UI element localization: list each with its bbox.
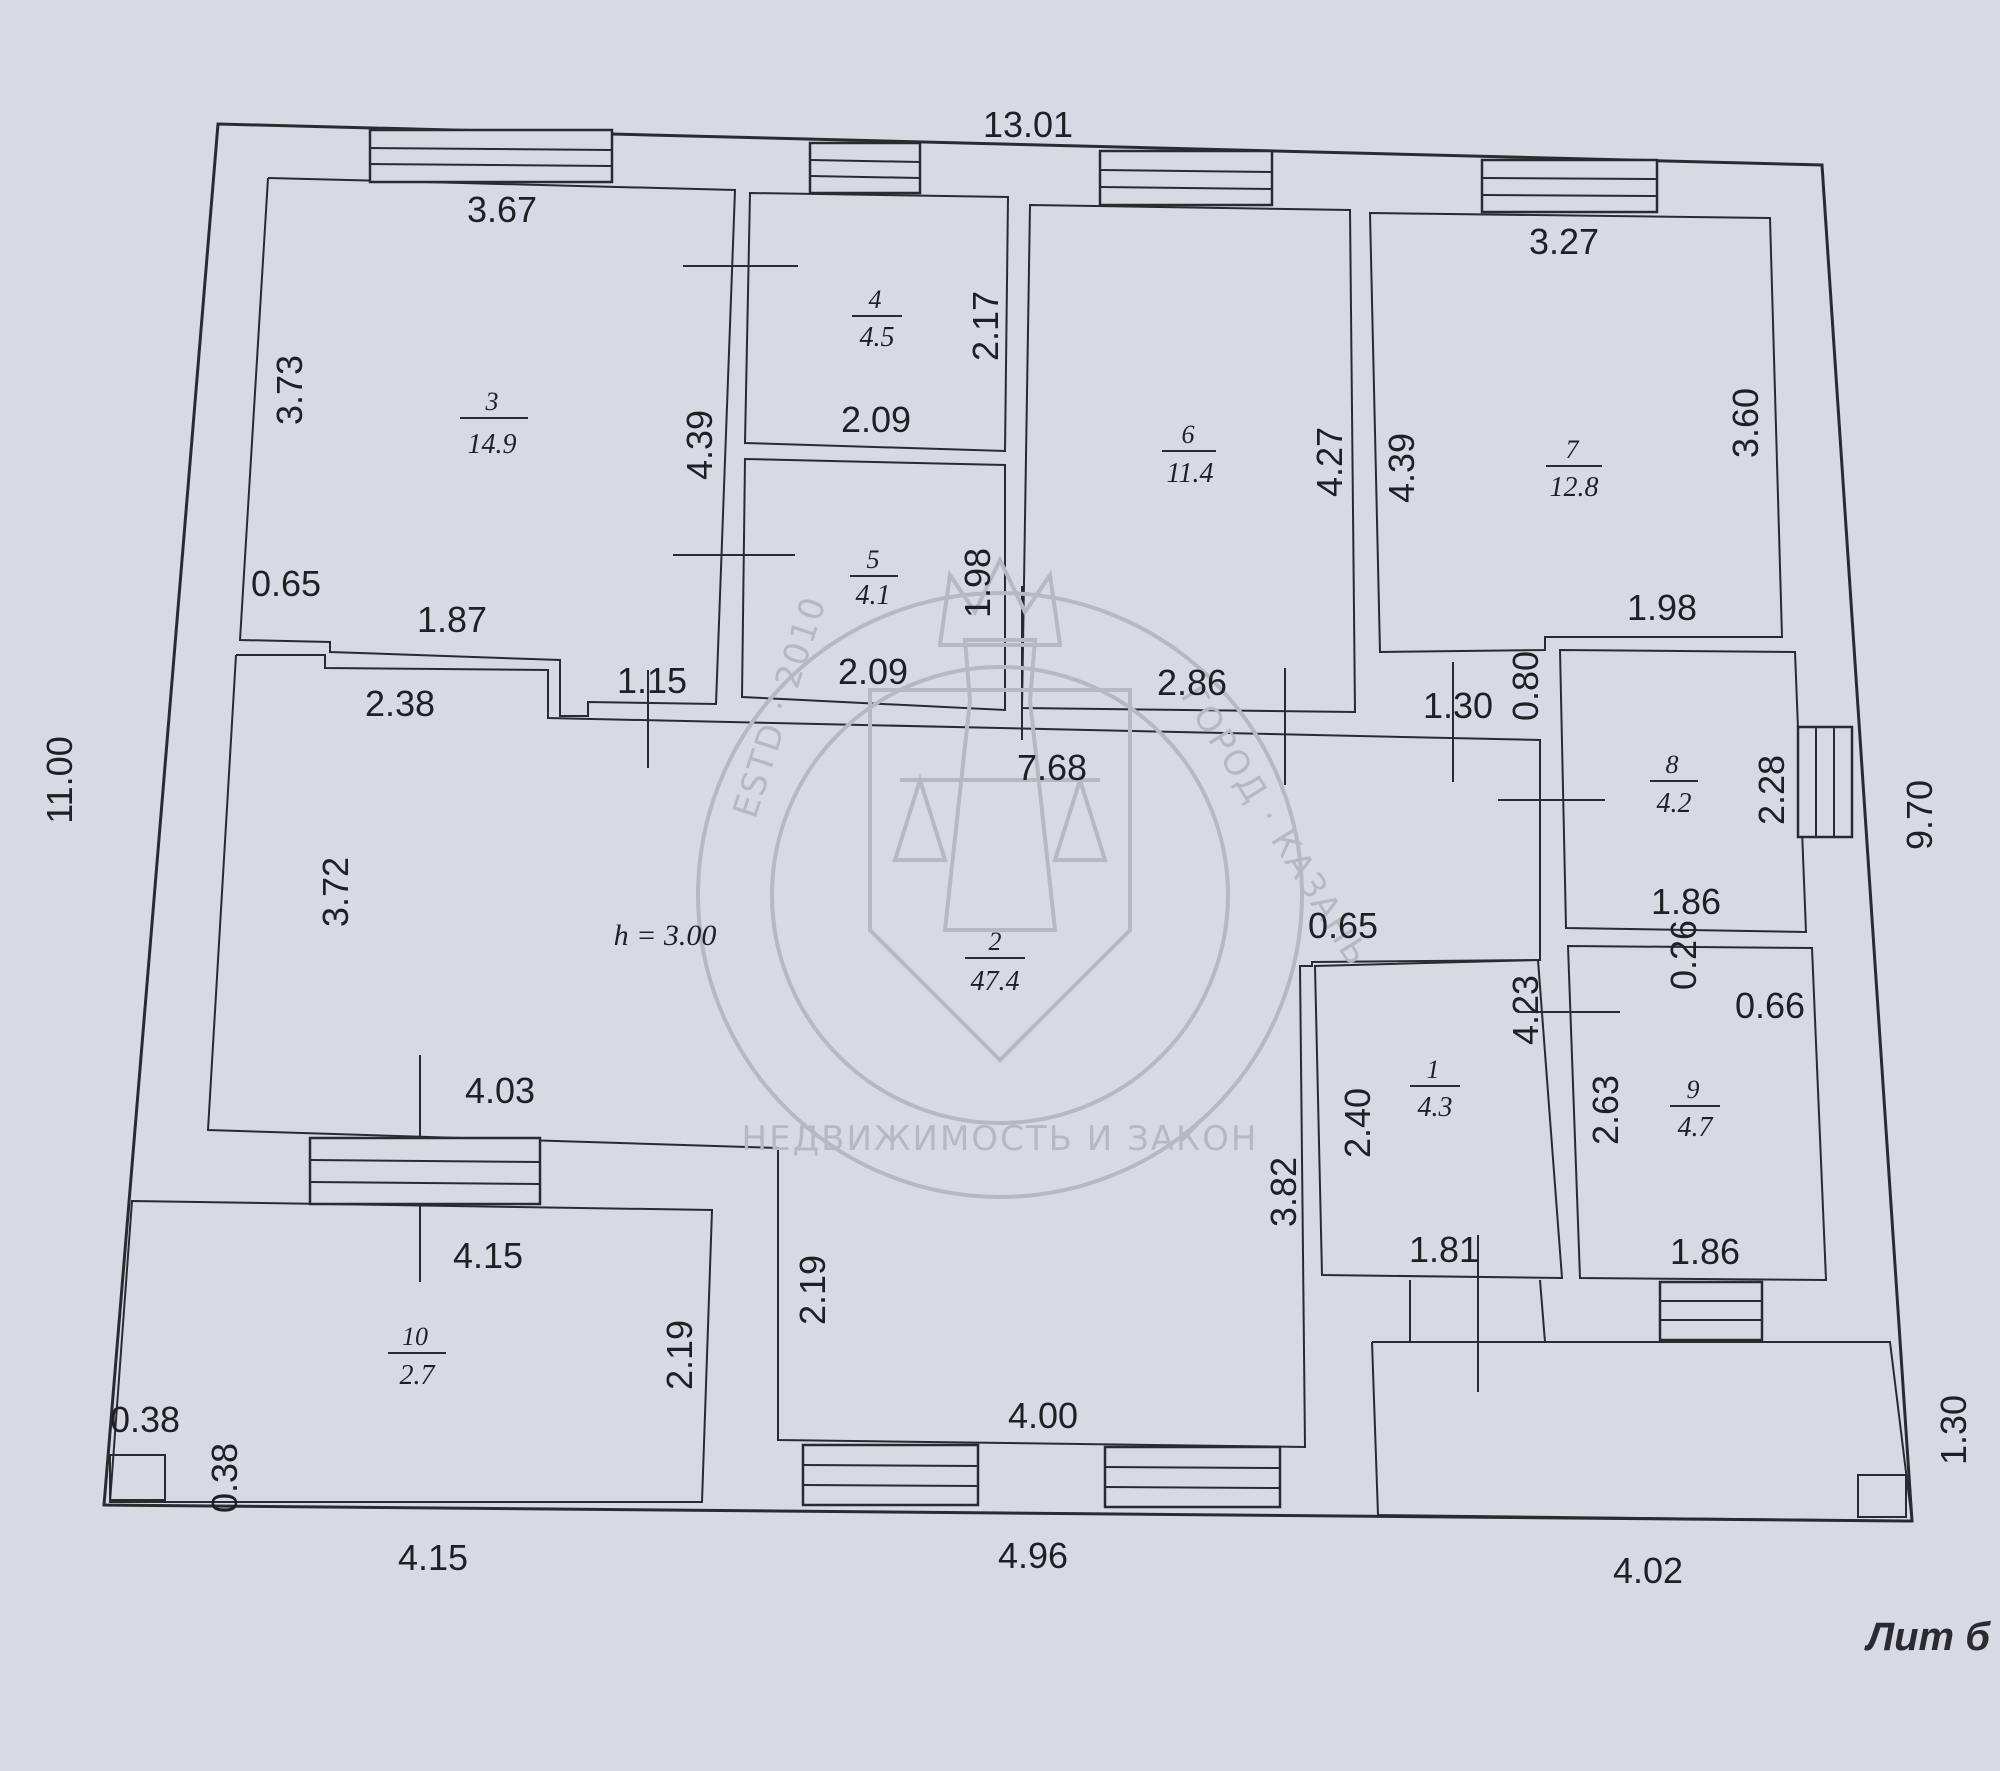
window-top-3 [1098, 149, 1274, 207]
litera-label: Лит б [1864, 1615, 1992, 1659]
window-bottom-2 [1103, 1445, 1282, 1509]
svg-text:4.00: 4.00 [1008, 1395, 1078, 1436]
svg-text:3.72: 3.72 [315, 857, 356, 927]
svg-text:1.86: 1.86 [1651, 881, 1721, 922]
stamp-scales-icon [892, 773, 1108, 862]
window-marks [308, 128, 1854, 1509]
dim-corner-b: 0.38 [204, 1443, 245, 1513]
svg-text:1: 1 [1427, 1055, 1440, 1084]
svg-text:14.9: 14.9 [468, 429, 517, 460]
svg-text:7.68: 7.68 [1017, 747, 1087, 788]
height-note: h = 3.00 [614, 919, 717, 952]
svg-text:4.39: 4.39 [679, 410, 720, 480]
svg-text:0.80: 0.80 [1505, 651, 1546, 721]
room-3: 3 14.9 3.67 3.73 4.39 1.87 0.65 1.15 [251, 189, 720, 701]
svg-text:0.65: 0.65 [251, 563, 321, 604]
dim-bottom-mid: 4.96 [998, 1535, 1068, 1576]
svg-text:2: 2 [989, 927, 1002, 956]
svg-text:2.09: 2.09 [838, 651, 908, 692]
svg-text:12.8: 12.8 [1550, 472, 1599, 503]
svg-text:3.27: 3.27 [1529, 221, 1599, 262]
room-9: 9 4.7 0.26 0.66 2.63 1.86 [1585, 920, 1805, 1272]
svg-text:9: 9 [1687, 1075, 1700, 1104]
dim-bottom-left: 4.15 [398, 1537, 468, 1578]
svg-text:4.23: 4.23 [1505, 975, 1546, 1045]
svg-text:5: 5 [867, 545, 880, 574]
room-7: 7 12.8 3.27 4.39 3.60 1.98 [1381, 221, 1766, 628]
room-5: 5 4.1 1.98 2.09 [838, 545, 998, 692]
svg-text:0.66: 0.66 [1735, 985, 1805, 1026]
window-bottom-1 [801, 1443, 980, 1507]
svg-text:4.39: 4.39 [1381, 433, 1422, 503]
svg-text:6: 6 [1182, 420, 1195, 449]
svg-text:2.7: 2.7 [400, 1360, 436, 1391]
svg-text:1.86: 1.86 [1670, 1231, 1740, 1272]
dim-left: 11.00 [39, 736, 80, 823]
svg-text:0.65: 0.65 [1308, 905, 1378, 946]
room-1: 1 4.3 4.23 2.40 1.81 [1337, 975, 1546, 1270]
stamp-watermark: НЕДВИЖИМОСТЬ И ЗАКОН ESTD · 2010 ГОРОД ·… [696, 555, 1378, 1199]
room-8: 8 4.2 2.28 1.86 [1650, 750, 1792, 922]
window-right-1 [1796, 725, 1854, 839]
svg-text:7: 7 [1566, 435, 1580, 464]
room-2: 2 47.4 2.38 7.68 3.72 4.03 2.19 3.82 4.0… [315, 651, 1546, 1436]
stamp-tower-icon [942, 638, 1058, 932]
svg-text:2.09: 2.09 [841, 399, 911, 440]
svg-text:2.63: 2.63 [1585, 1075, 1626, 1145]
window-top-4 [1480, 158, 1659, 214]
svg-text:4: 4 [869, 285, 882, 314]
svg-text:2.40: 2.40 [1337, 1088, 1378, 1158]
dim-top: 13.01 [983, 104, 1073, 145]
svg-text:3.60: 3.60 [1725, 388, 1766, 458]
svg-text:4.03: 4.03 [465, 1070, 535, 1111]
svg-text:1.98: 1.98 [957, 548, 998, 618]
svg-text:4.5: 4.5 [860, 322, 895, 353]
room-6: 6 11.4 4.27 2.86 [1157, 420, 1350, 703]
svg-text:1.15: 1.15 [617, 660, 687, 701]
stamp-shield-icon [868, 688, 1132, 1063]
room-10: 10 2.7 4.15 2.19 [388, 1235, 700, 1391]
inner-walls [108, 177, 1914, 1523]
window-left-bottom [308, 1136, 542, 1206]
svg-text:3.82: 3.82 [1263, 1157, 1304, 1227]
svg-text:4.7: 4.7 [1678, 1112, 1714, 1143]
svg-text:8: 8 [1666, 750, 1679, 779]
svg-text:47.4: 47.4 [971, 966, 1020, 997]
svg-text:2.19: 2.19 [659, 1320, 700, 1390]
svg-text:1.30: 1.30 [1423, 685, 1493, 726]
dim-right-main: 9.70 [1899, 780, 1940, 850]
stamp-crown-icon [937, 555, 1063, 647]
dim-right-lower: 1.30 [1933, 1395, 1974, 1465]
svg-text:1.87: 1.87 [417, 599, 487, 640]
svg-text:4.3: 4.3 [1418, 1092, 1453, 1123]
stamp-inner-ring [770, 665, 1230, 1125]
svg-text:4.1: 4.1 [856, 580, 891, 611]
dim-corner-a: 0.38 [110, 1399, 180, 1440]
svg-text:3.73: 3.73 [269, 355, 310, 425]
window-top-1 [368, 128, 614, 184]
svg-text:11.4: 11.4 [1167, 458, 1214, 489]
svg-text:3: 3 [485, 387, 499, 416]
outer-wall [102, 122, 1914, 1523]
svg-text:2.19: 2.19 [792, 1255, 833, 1325]
svg-text:1.98: 1.98 [1627, 587, 1697, 628]
room-4: 4 4.5 2.17 2.09 [841, 285, 1006, 440]
svg-text:4.15: 4.15 [453, 1235, 523, 1276]
stamp-outer-ring [696, 591, 1304, 1199]
svg-text:3.67: 3.67 [467, 189, 537, 230]
window-top-2 [808, 141, 922, 195]
svg-text:0.26: 0.26 [1663, 920, 1704, 990]
svg-text:2.17: 2.17 [965, 291, 1006, 361]
svg-text:1.81: 1.81 [1409, 1229, 1479, 1270]
svg-text:2.38: 2.38 [365, 683, 435, 724]
svg-text:10: 10 [402, 1322, 428, 1351]
stamp-ring-text: НЕДВИЖИМОСТЬ И ЗАКОН [742, 1119, 1259, 1159]
dim-bottom-right: 4.02 [1613, 1550, 1683, 1591]
svg-text:2.28: 2.28 [1751, 755, 1792, 825]
svg-text:4.2: 4.2 [1657, 788, 1692, 819]
window-porch [1658, 1280, 1764, 1342]
svg-text:2.86: 2.86 [1157, 662, 1227, 703]
svg-text:4.27: 4.27 [1309, 427, 1350, 497]
